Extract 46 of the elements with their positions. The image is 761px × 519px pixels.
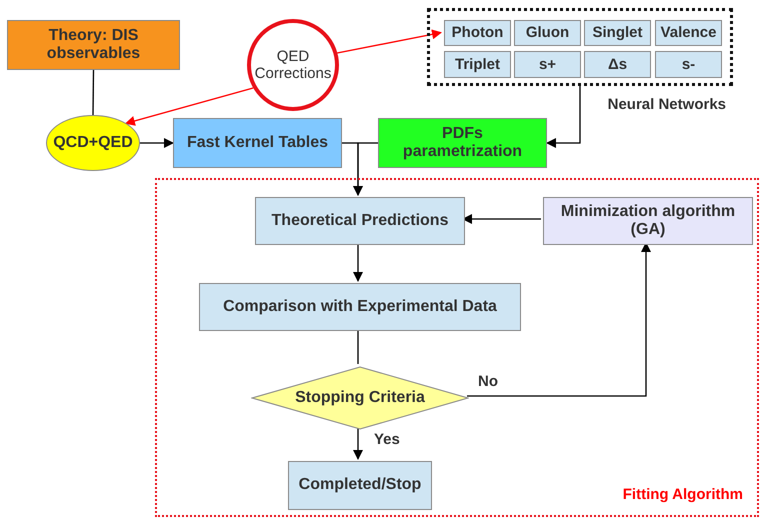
process-box (199, 283, 521, 331)
node-label: Theory: DIS observables (46, 26, 142, 64)
node-label: Δs (606, 56, 628, 74)
node-label: s+ (538, 56, 558, 74)
node-label: Completed/Stop (298, 476, 422, 495)
node-label: Photon (450, 24, 504, 42)
node-label: Theoretical Predictions (270, 212, 450, 230)
arrow (353, 142, 378, 196)
node-label: QED Corrections (254, 48, 332, 82)
decision-diamond (251, 366, 469, 430)
arrow (140, 138, 174, 148)
process-box (173, 118, 342, 168)
grid-cell-box (514, 20, 581, 46)
process-box (288, 461, 432, 510)
process-box (255, 197, 465, 245)
node-label: Fast Kernel Tables (186, 134, 330, 152)
node-label: s- (680, 56, 696, 74)
node-label: Triplet (454, 56, 501, 74)
arrow (353, 428, 363, 460)
region-title: Fitting Algorithm (622, 486, 743, 503)
arrow (124, 87, 254, 126)
process-box (7, 20, 180, 70)
node-label: Gluon (524, 24, 570, 42)
grid-cell-box (584, 20, 651, 46)
arrow (353, 243, 363, 282)
algorithm-region (155, 178, 759, 517)
node-label: PDFs parametrization (402, 124, 524, 162)
grid-cell-box (444, 51, 511, 78)
arrow (337, 29, 442, 54)
group-title: Neural Networks (608, 96, 726, 113)
connector-line (92, 70, 94, 115)
connector-line (357, 329, 359, 364)
grid-cell-box (584, 51, 651, 78)
node-label: Stopping Criteria (294, 388, 426, 408)
arrow (546, 86, 581, 148)
node-label: Valence (660, 24, 718, 42)
node-label: Singlet (591, 24, 644, 42)
node-label: QCD+QED (52, 134, 134, 152)
grid-cell-box (655, 51, 722, 78)
process-box (378, 118, 547, 168)
node-label: Minimization algorithm (GA) (560, 202, 736, 240)
process-box (543, 197, 753, 245)
node-label: Comparison with Experimental Data (222, 298, 498, 316)
grid-cell-box (514, 51, 581, 78)
grid-cell-box (655, 20, 722, 46)
grid-cell-box (444, 20, 511, 46)
